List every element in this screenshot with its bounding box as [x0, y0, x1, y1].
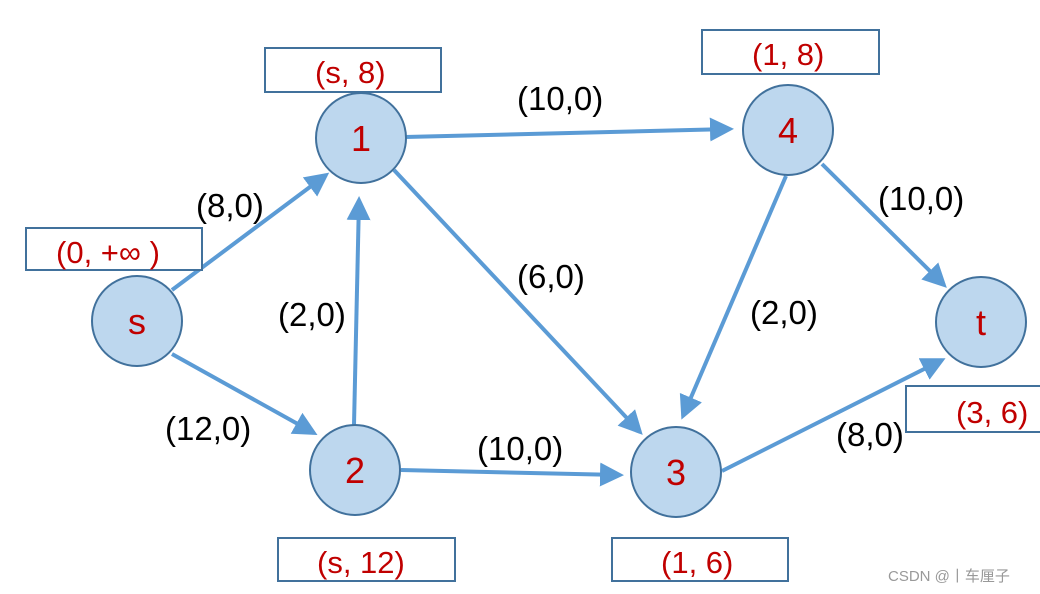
node-label-2: 2	[345, 450, 365, 491]
node-mark-s: (0, +∞ )	[56, 235, 160, 270]
node-1: 1	[315, 92, 407, 184]
edge-label-s-2: (12,0)	[165, 410, 251, 447]
node-mark-t: (3, 6)	[956, 395, 1028, 430]
node-4: 4	[742, 84, 834, 176]
edge-label-4-3: (2,0)	[750, 294, 818, 331]
edge-label-1-3: (6,0)	[517, 258, 585, 295]
edge-1-4	[404, 117, 734, 142]
edge-label-2-1: (2,0)	[278, 296, 346, 333]
node-mark-box-s	[25, 227, 203, 271]
node-mark-box-2	[277, 537, 456, 582]
node-mark-4: (1, 8)	[752, 37, 824, 72]
node-2: 2	[309, 424, 401, 516]
node-mark-2: (s, 12)	[317, 545, 405, 580]
node-t: t	[935, 276, 1027, 368]
edge-label-2-3: (10,0)	[477, 430, 563, 467]
node-3: 3	[630, 426, 722, 518]
edge-3-t	[721, 358, 946, 473]
node-mark-box-1	[264, 47, 442, 93]
node-s: s	[91, 275, 183, 367]
node-label-t: t	[976, 302, 986, 343]
node-label-1: 1	[351, 118, 371, 159]
edge-label-1-4: (10,0)	[517, 80, 603, 117]
edge-label-s-1: (8,0)	[196, 187, 264, 224]
edge-label-3-t: (8,0)	[836, 416, 904, 453]
node-mark-3: (1, 6)	[661, 545, 733, 580]
node-mark-box-3	[611, 537, 789, 582]
node-label-s: s	[128, 301, 146, 342]
node-mark-box-4	[701, 29, 880, 75]
node-mark-1: (s, 8)	[315, 55, 386, 90]
node-label-4: 4	[778, 110, 798, 151]
node-label-3: 3	[666, 452, 686, 493]
edge-2-3	[400, 462, 624, 487]
node-mark-box-t	[905, 385, 1040, 433]
edge-2-1	[346, 196, 371, 426]
edge-4-3	[679, 175, 788, 420]
edge-s-2	[171, 352, 318, 435]
watermark-text: CSDN @丨车厘子	[888, 568, 1010, 585]
edge-1-3	[392, 168, 643, 435]
edge-4-t	[820, 162, 947, 288]
edge-label-4-t: (10,0)	[878, 180, 964, 217]
